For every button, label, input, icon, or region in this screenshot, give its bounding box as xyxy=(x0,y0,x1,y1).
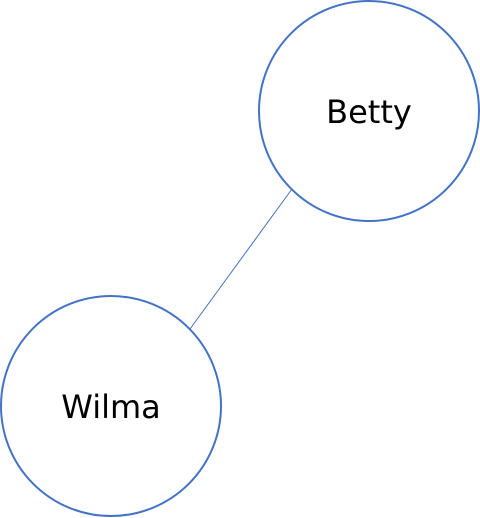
node-wilma[interactable]: Wilma xyxy=(0,295,222,517)
node-betty-circle xyxy=(258,0,480,222)
node-betty-label: Betty xyxy=(326,93,412,131)
node-wilma-label: Wilma xyxy=(61,388,161,426)
node-wilma-circle xyxy=(0,295,222,517)
edge-wilma-betty xyxy=(189,188,293,330)
node-betty[interactable]: Betty xyxy=(258,0,480,222)
